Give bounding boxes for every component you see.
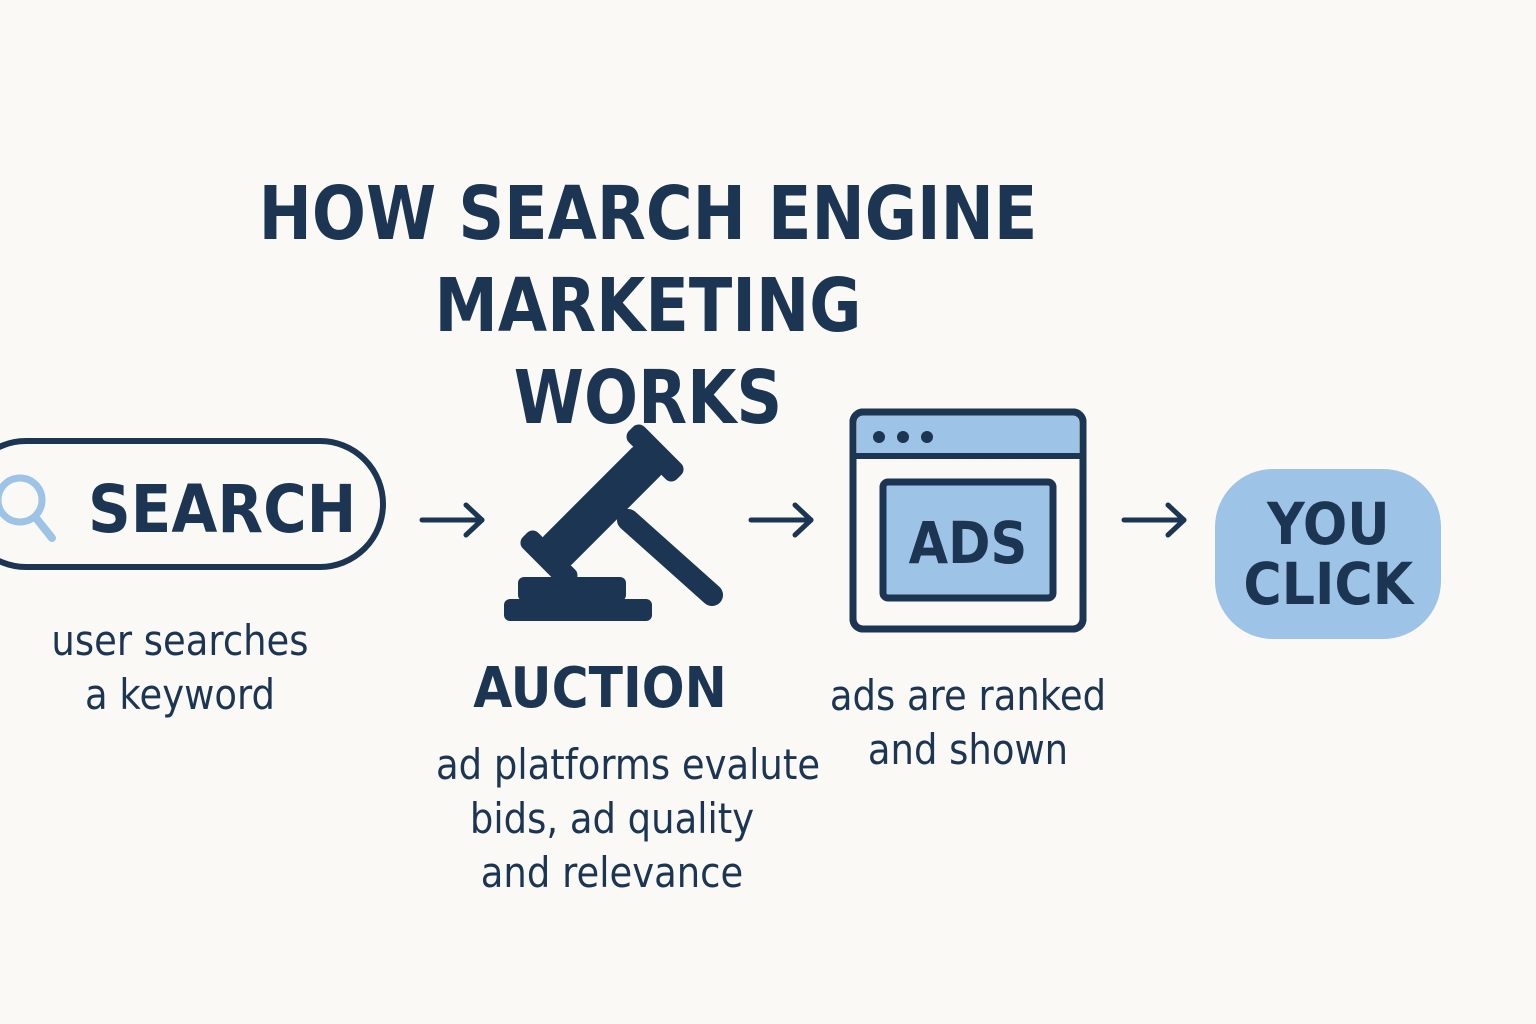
you-click-line-2: CLICK: [1243, 550, 1413, 618]
diagram-title: HOW SEARCH ENGINE MARKETING WORKS: [91, 168, 1206, 444]
title-line-1: HOW SEARCH ENGINE MARKETING: [258, 171, 1038, 349]
auction-label: AUCTION: [473, 656, 727, 721]
auction-caption-line-1: ad platforms evalute: [436, 740, 821, 789]
ads-caption: ads are ranked and shown: [827, 669, 1109, 777]
search-label: SEARCH: [88, 471, 357, 548]
magnifier-icon: [0, 474, 56, 542]
arrow-right-icon: [1121, 502, 1187, 538]
title-line-2: WORKS: [513, 355, 783, 441]
you-click-line-1: YOU: [1266, 490, 1390, 558]
you-click-button[interactable]: YOU CLICK: [1215, 469, 1441, 639]
browser-window-icon: [849, 408, 1087, 633]
ads-caption-line-1: ads are ranked: [829, 671, 1107, 720]
ads-label: ADS: [908, 509, 1028, 577]
auction-caption: ad platforms evalute bids, ad quality an…: [436, 738, 821, 900]
auction-caption-line-3: and relevance: [480, 848, 744, 897]
gavel-icon: [504, 424, 723, 621]
search-bar: [0, 438, 386, 570]
ads-caption-line-2: and shown: [867, 725, 1069, 774]
arrow-right-icon: [419, 502, 485, 538]
arrow-right-icon: [748, 502, 814, 538]
search-caption-line-1: user searches: [51, 616, 309, 665]
search-caption: user searches a keyword: [39, 614, 321, 722]
auction-caption-line-2: bids, ad quality: [469, 794, 755, 843]
search-caption-line-2: a keyword: [85, 670, 275, 719]
you-click-label: YOU CLICK: [1243, 494, 1413, 614]
